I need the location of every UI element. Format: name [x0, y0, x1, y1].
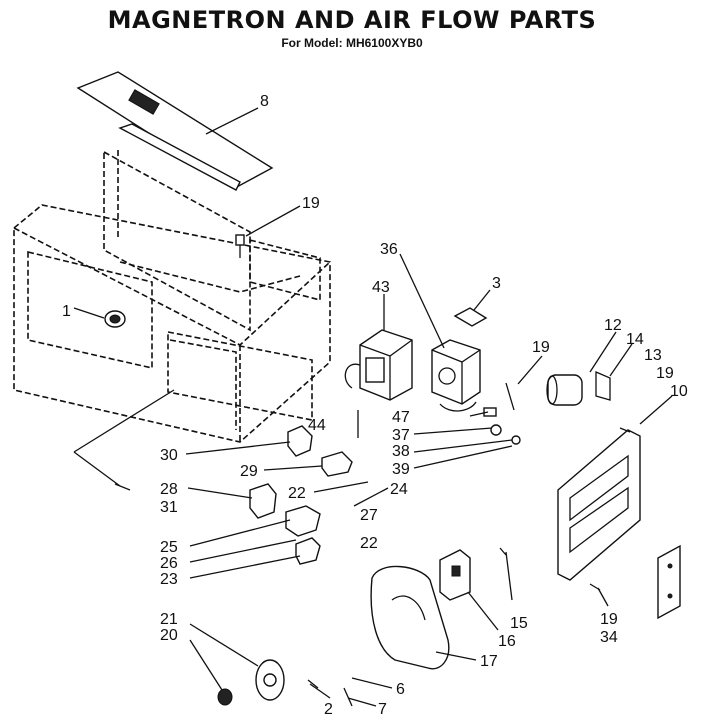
callout-47: 47: [392, 409, 410, 426]
side-panel-part: [557, 429, 641, 581]
interlock-switch-parts: [249, 425, 353, 565]
callout-34: 34: [600, 629, 618, 646]
callout-14: 14: [626, 331, 644, 348]
callout-31: 31: [160, 499, 178, 516]
callout-30: 30: [160, 447, 178, 464]
magnetron-part: [431, 339, 481, 412]
model-subtitle: For Model: MH6100XYB0: [281, 36, 423, 50]
callout-28: 28: [160, 481, 178, 498]
misc-screws: [114, 382, 631, 707]
stirrer-knob-part: [104, 310, 126, 328]
callout-22: 22: [360, 535, 378, 552]
page-title: MAGNETRON AND AIR FLOW PARTS: [107, 6, 597, 34]
fan-blade-part: [255, 659, 285, 701]
callout-16: 16: [498, 633, 516, 650]
callout-13: 13: [644, 347, 662, 364]
callout-6: 6: [396, 681, 405, 698]
callout-19: 19: [656, 365, 674, 382]
callout-27: 27: [360, 507, 378, 524]
callout-38: 38: [392, 443, 410, 460]
callout-36: 36: [380, 241, 398, 258]
callout-37: 37: [392, 427, 410, 444]
leader-lines: [73, 107, 673, 707]
callout-23: 23: [160, 571, 178, 588]
callout-29: 29: [240, 463, 258, 480]
callout-20: 20: [160, 627, 178, 644]
callout-12: 12: [604, 317, 622, 334]
callout-24: 24: [390, 481, 408, 498]
capacitor-part: [546, 371, 611, 406]
callout-1: 1: [62, 303, 71, 320]
fan-housing-part: [370, 565, 450, 670]
callout-26: 26: [160, 555, 178, 572]
callout-15: 15: [510, 615, 528, 632]
callout-25: 25: [160, 539, 178, 556]
fan-bracket-part: [439, 549, 471, 601]
callout-labels: 8 19 1 36 43 3 19 12 14 13 19 10 44 47 3…: [62, 93, 688, 718]
callout-2: 2: [324, 701, 333, 718]
mounting-plate-part: [657, 544, 681, 620]
callout-39: 39: [392, 461, 410, 478]
callout-22: 22: [288, 485, 306, 502]
callout-7: 7: [378, 701, 387, 718]
callout-44: 44: [308, 417, 326, 434]
callout-19: 19: [532, 339, 550, 356]
callout-19: 19: [600, 611, 618, 628]
bracket-part: [453, 307, 488, 327]
callout-19: 19: [302, 195, 320, 212]
vent-cover-part: [76, 71, 274, 191]
callout-17: 17: [480, 653, 498, 670]
fan-nut-part: [217, 688, 233, 706]
cabinet-outline: [13, 150, 331, 443]
transformer-part: [344, 329, 413, 401]
callout-21: 21: [160, 611, 178, 628]
callout-10: 10: [670, 383, 688, 400]
callout-3: 3: [492, 275, 501, 292]
screw-part: [235, 234, 245, 258]
callout-8: 8: [260, 93, 269, 110]
callout-43: 43: [372, 279, 390, 296]
